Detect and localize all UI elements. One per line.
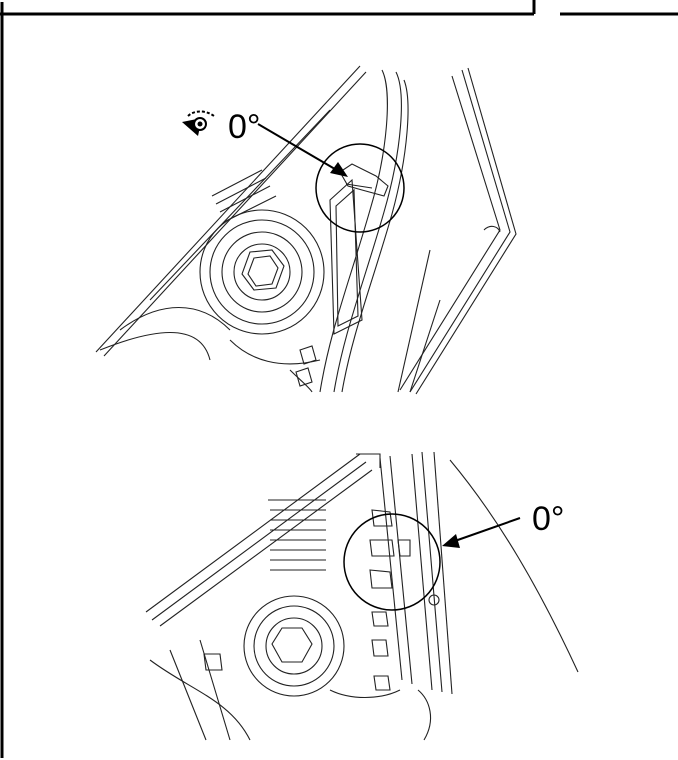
bottom-arrow [442,517,521,548]
top-arrow [257,123,348,177]
top-detail-circle [315,143,405,233]
top-view-drawing [95,65,517,395]
eye-view-icon [182,110,215,136]
bottom-view-drawing [145,451,579,741]
bottom-detail-circle [343,513,441,611]
top-angle-label: 0° [228,108,261,146]
bottom-angle-label: 0° [532,500,565,538]
